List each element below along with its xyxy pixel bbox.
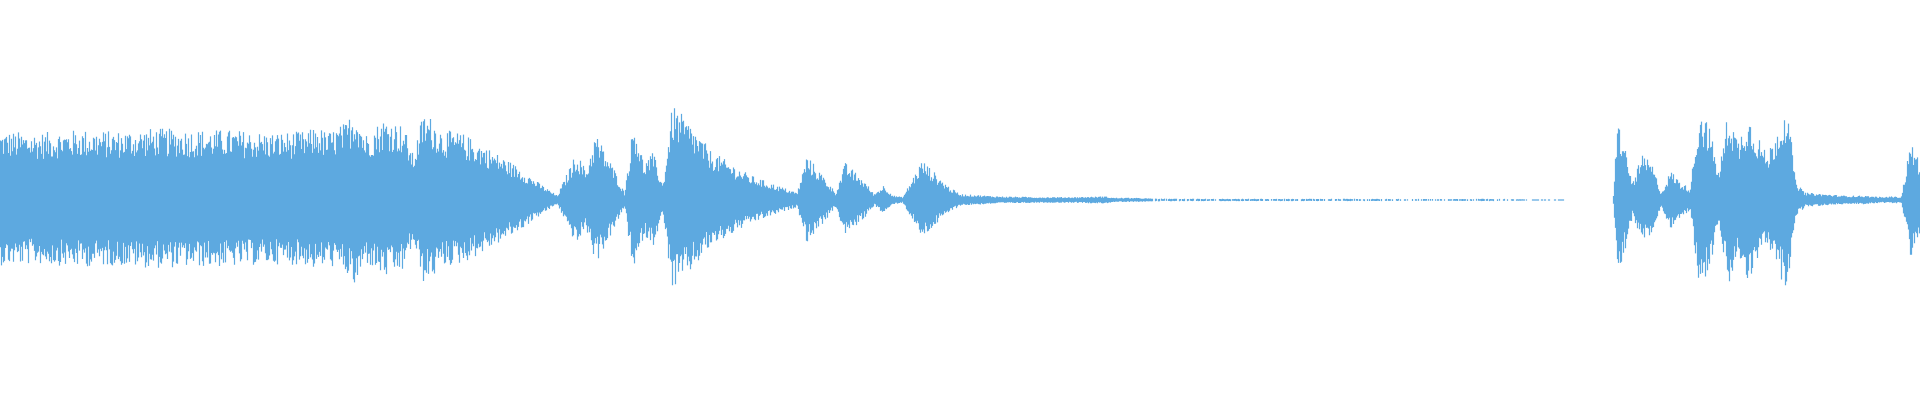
waveform-trace (0, 108, 1920, 286)
